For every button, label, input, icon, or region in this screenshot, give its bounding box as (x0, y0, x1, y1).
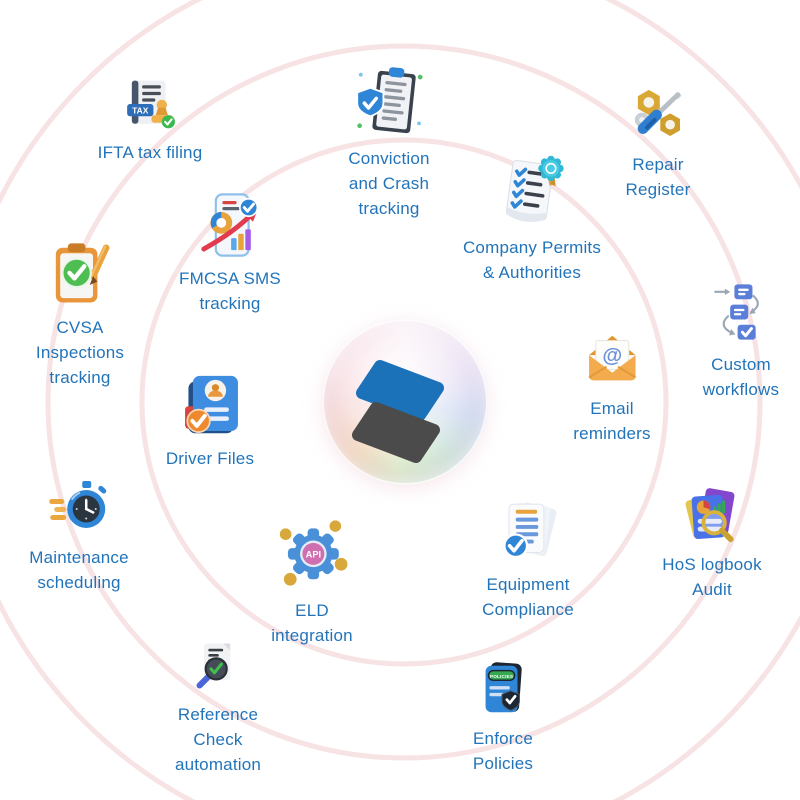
feature-ifta-tax-filing: TAX IFTA tax filing (98, 74, 203, 165)
api-label: API (305, 549, 320, 559)
feature-equipment-compliance: Equipment Compliance (482, 494, 574, 622)
policy-shield-icon: POLICIES (485, 662, 522, 713)
feature-label: Equipment Compliance (482, 575, 574, 619)
feature-fmcsa-sms-tracking: FMCSA SMS tracking (179, 190, 281, 316)
feature-label: ELD integration (271, 601, 353, 645)
documents-magnifier-icon (685, 488, 735, 543)
clipboard-check-pencil-icon (55, 243, 110, 303)
feature-label: Reference Check automation (174, 705, 262, 774)
feature-email-reminders: @ Email reminders (573, 328, 650, 446)
feature-driver-files: Driver Files (166, 368, 254, 471)
feature-cvsa-inspections-tracking: CVSA Inspections tracking (36, 239, 124, 390)
feature-reference-check-automation: Reference Check automation (175, 640, 261, 777)
feature-eld-integration: API ELD integration (271, 518, 353, 648)
feature-label: FMCSA SMS tracking (179, 269, 281, 313)
tax-document-stamp-icon: TAX (127, 80, 176, 129)
feature-custom-workflows: Custom workflows (703, 278, 779, 402)
feature-repair-register: Repair Register (626, 84, 691, 202)
flowchart-steps-icon (714, 284, 760, 340)
feature-label: Enforce Policies (472, 729, 534, 773)
feature-label: Custom workflows (702, 355, 780, 399)
feature-hos-logbook-audit: HoS logbook Audit (662, 484, 762, 602)
feature-label: Maintenance scheduling (29, 548, 129, 592)
checklist-scroll-badge-icon (505, 155, 564, 222)
feature-label: Conviction and Crash tracking (348, 149, 430, 218)
stats-growth-check-icon (201, 193, 259, 257)
at-symbol: @ (602, 345, 622, 367)
feature-label: Driver Files (165, 449, 255, 468)
policies-label: POLICIES (490, 674, 513, 679)
stacked-pages-check-icon (503, 502, 557, 559)
tax-label: TAX (133, 105, 150, 115)
feature-maintenance-scheduling: Maintenance scheduling (29, 475, 129, 595)
api-gear-icon: API (279, 520, 348, 586)
document-magnifier-check-icon (196, 643, 231, 689)
folder-avatar-check-icon (185, 375, 239, 434)
feature-label: HoS logbook Audit (662, 555, 762, 599)
feature-label: Repair Register (625, 155, 691, 199)
stopwatch-speed-icon (48, 481, 107, 528)
feature-label: Company Permits & Authorities (462, 238, 602, 282)
feature-conviction-crash-tracking: Conviction and Crash tracking (348, 64, 429, 221)
feature-label: CVSA Inspections tracking (35, 318, 125, 387)
feature-label: Email reminders (573, 399, 651, 443)
nuts-screwdriver-icon (635, 89, 683, 137)
feature-label: IFTA tax filing (97, 143, 203, 162)
clipboard-shield-check-icon (356, 67, 423, 134)
feature-company-permits-authorities: Company Permits & Authorities (463, 153, 601, 285)
envelope-at-icon: @ (588, 335, 636, 381)
app-logo-icon (352, 360, 444, 463)
app-logo-bubble (322, 319, 488, 485)
feature-enforce-policies: POLICIES Enforce Policies (472, 658, 534, 776)
